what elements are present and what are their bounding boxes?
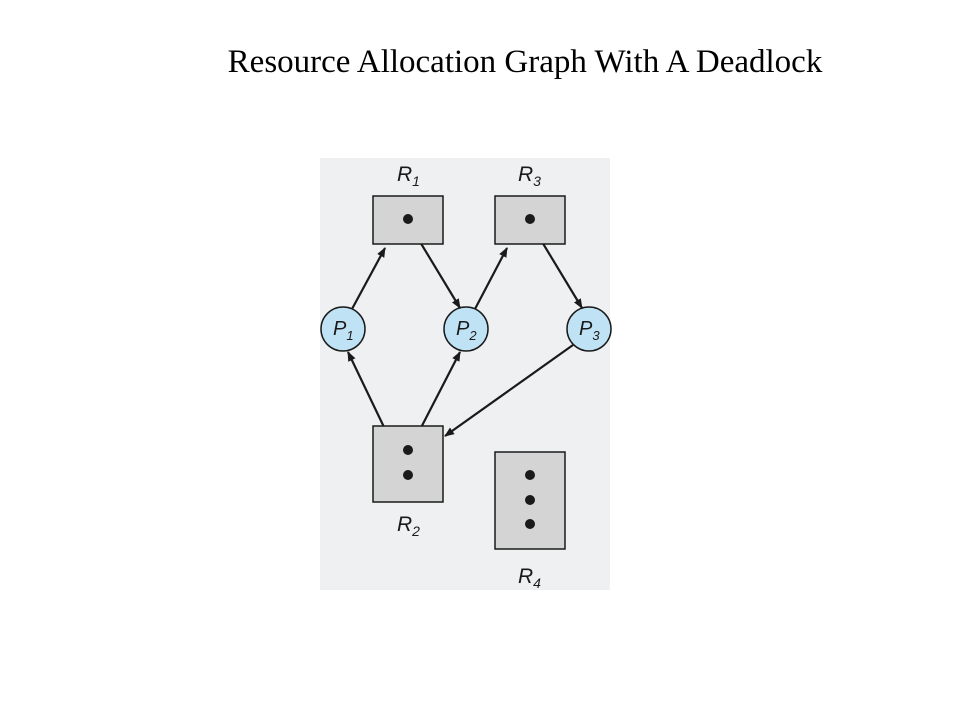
edge-p3-to-r2 [444, 344, 574, 437]
process-circle [320, 306, 366, 352]
resource-node-r2: R2 [372, 425, 444, 539]
process-label-p3: P3 [579, 318, 600, 343]
instance-dot [403, 214, 413, 224]
process-node-p2: P2 [443, 306, 489, 352]
process-label-p1: P1 [333, 318, 354, 343]
resource-box [372, 425, 444, 503]
edge-p1-to-r1 [351, 247, 386, 310]
instance-dot [525, 470, 535, 480]
resource-label-r2: R2 [397, 513, 420, 539]
resource-label-r3: R3 [518, 163, 541, 189]
resource-node-r3: R3 [494, 163, 566, 245]
resource-node-r1: R1 [372, 163, 444, 245]
resource-label-r4: R4 [518, 565, 541, 591]
process-circle [443, 306, 489, 352]
instance-dot [525, 519, 535, 529]
instance-dot [525, 495, 535, 505]
instance-dot [403, 470, 413, 480]
page-title: Resource Allocation Graph With A Deadloc… [227, 44, 823, 80]
edge-p2-to-r3 [474, 247, 508, 310]
diagram-panel [320, 158, 610, 590]
process-node-p3: P3 [566, 306, 612, 352]
instance-dot [525, 214, 535, 224]
resource-node-r4: R4 [494, 451, 566, 591]
resource-label-r1: R1 [397, 163, 420, 189]
process-label-p2: P2 [456, 318, 477, 343]
process-node-p1: P1 [320, 306, 366, 352]
instance-dot [403, 445, 413, 455]
process-circle [566, 306, 612, 352]
